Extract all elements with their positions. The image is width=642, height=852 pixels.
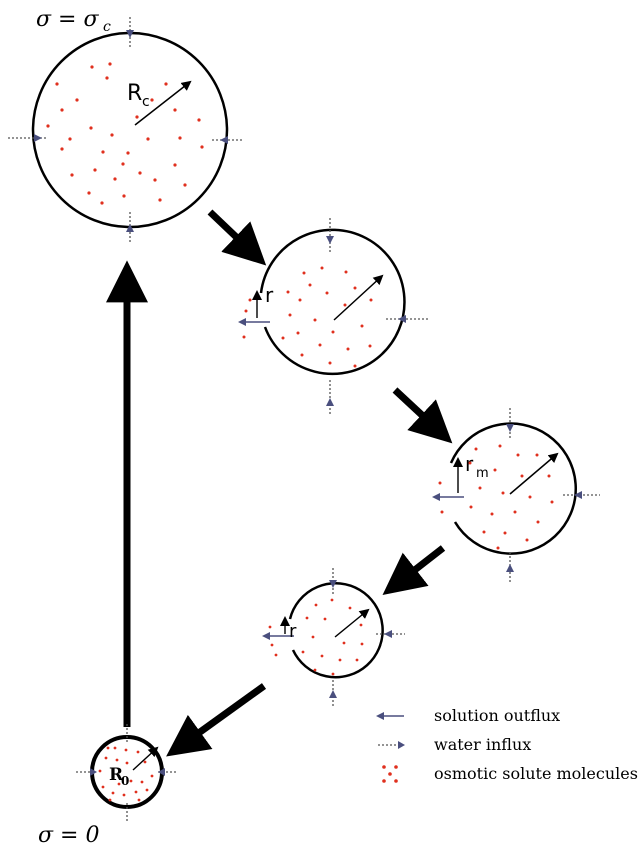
vesicle-max-crack: r m [434, 408, 600, 584]
cycle-arrow-4 [182, 686, 264, 745]
solutes-critical [46, 62, 203, 204]
legend-label-solutes: osmotic solute molecules [434, 764, 638, 783]
solutes-opening [243, 267, 373, 368]
cycle-arrow-3 [398, 548, 443, 583]
dotted-arrow-right-head [398, 741, 405, 749]
legend-item-solutes: osmotic solute molecules [382, 764, 638, 783]
radius-closing-arrow [335, 610, 368, 637]
radius-initial-sub: 0 [121, 774, 129, 788]
influx-arrowheads-opening [326, 236, 406, 406]
influx-markers-critical [8, 17, 244, 244]
influx-markers-max-crack [510, 408, 600, 584]
sigma-zero-label: σ = 0 [38, 823, 99, 848]
cycle-arrow-1 [210, 212, 252, 252]
legend-item-outflux: solution outflux [378, 706, 560, 725]
radius-crack-label: r [265, 283, 274, 307]
radius-max-sub: m [476, 466, 489, 481]
vesicle-opening: r [240, 218, 430, 416]
vesicle-critical-membrane [33, 33, 227, 227]
sigma-critical-label: σ = σ c [36, 7, 111, 35]
vesicle-initial: R 0 [76, 724, 178, 822]
vesicle-max-crack-membrane [451, 424, 576, 554]
legend-label-outflux: solution outflux [434, 706, 560, 725]
influx-markers-closing [333, 568, 405, 708]
legend-item-influx: water influx [378, 735, 531, 754]
radius-crack-small-label: r [289, 621, 297, 642]
solutes-closing [269, 599, 364, 676]
vesicle-closing: r [264, 568, 405, 708]
vesicle-critical: R c [8, 17, 244, 244]
legend: solution outflux water influx osmotic so… [378, 706, 638, 783]
radius-critical-sub: c [142, 94, 150, 110]
radius-initial-arrow [133, 748, 157, 770]
legend-label-influx: water influx [434, 735, 531, 754]
influx-arrowheads-max-crack [506, 424, 582, 572]
cycle-arrow-2 [395, 390, 438, 430]
vesicle-initial-membrane [92, 737, 162, 807]
cycle-arrows [127, 212, 443, 745]
radius-critical-label: R [127, 81, 142, 106]
sigma-critical-sub: c [103, 19, 111, 35]
radius-opening-arrow [334, 276, 382, 320]
radius-max-crack-arrow [510, 454, 557, 494]
sigma-critical-text: σ = σ [36, 7, 99, 32]
vesicle-opening-membrane [261, 230, 404, 374]
red-dots-icon [382, 765, 398, 783]
vesicle-closing-membrane [290, 583, 383, 677]
